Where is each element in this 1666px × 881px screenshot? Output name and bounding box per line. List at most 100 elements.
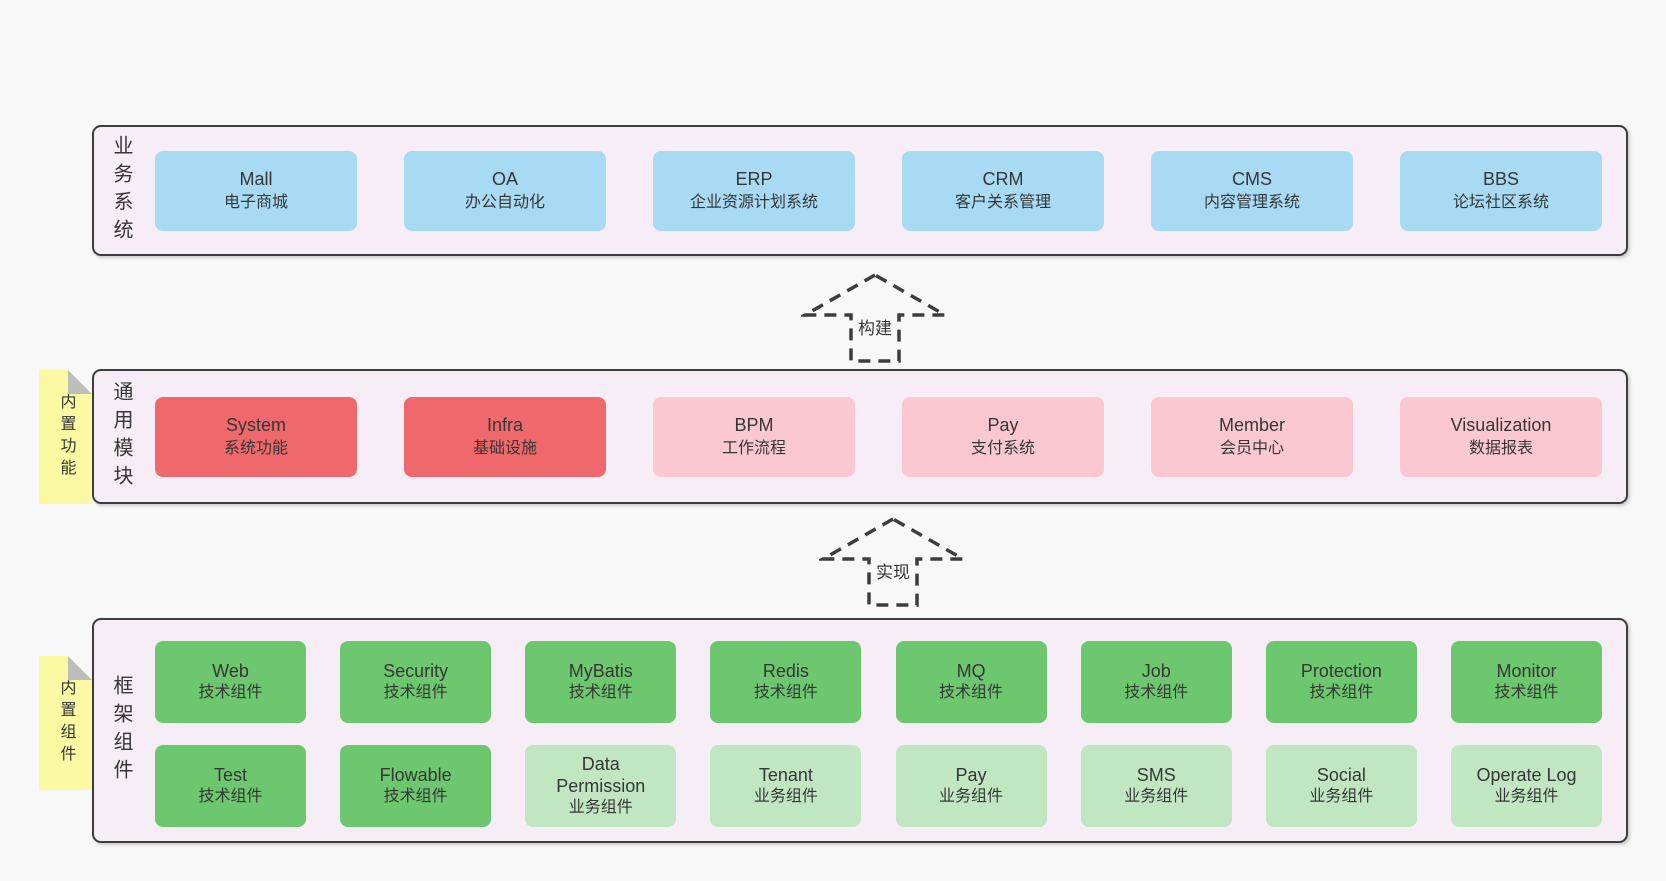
- box-subtitle: 业务组件: [939, 788, 1004, 805]
- common-modules-row: System 系统功能 Infra 基础设施 BPM 工作流程 Pay 支付系统…: [155, 396, 1602, 477]
- box-oa: OA 办公自动化: [404, 150, 606, 231]
- box-tenant: Tenant 业务组件: [710, 745, 862, 827]
- box-system: System 系统功能: [155, 396, 357, 477]
- box-data-permission: Data Permission 业务组件: [525, 745, 677, 827]
- box-member: Member 会员中心: [1151, 396, 1353, 477]
- arrow-up-icon: [819, 516, 967, 607]
- box-test: Test 技术组件: [155, 745, 306, 827]
- box-title: Tenant: [758, 765, 813, 785]
- box-subtitle: 技术组件: [198, 788, 263, 805]
- arrow-implement: 实现: [819, 516, 967, 608]
- box-title: BBS: [1482, 168, 1520, 189]
- box-flowable: Flowable 技术组件: [340, 745, 492, 827]
- box-job: Job 技术组件: [1080, 641, 1232, 723]
- box-subtitle: 业务组件: [753, 788, 818, 805]
- box-subtitle: 技术组件: [383, 788, 448, 805]
- box-mq: MQ 技术组件: [895, 641, 1047, 723]
- box-title: Member: [1218, 414, 1285, 435]
- box-title: Operate Log: [1476, 765, 1577, 785]
- box-title: Data Permission: [556, 754, 646, 796]
- box-redis: Redis 技术组件: [710, 641, 862, 723]
- box-title: Infra: [486, 414, 524, 435]
- box-subtitle: 数据报表: [1468, 439, 1533, 457]
- box-protection: Protection 技术组件: [1265, 641, 1417, 723]
- sticky-note-label: 内置组件: [57, 679, 75, 767]
- sticky-note-built-in-components: 内置组件: [39, 656, 92, 790]
- box-subtitle: 技术组件: [568, 684, 633, 701]
- box-subtitle: 技术组件: [383, 684, 448, 701]
- box-subtitle: 工作流程: [721, 439, 786, 457]
- box-subtitle: 业务组件: [568, 799, 633, 816]
- arrow-up-icon: [801, 272, 949, 363]
- box-crm: CRM 客户关系管理: [902, 150, 1104, 231]
- box-subtitle: 企业资源计划系统: [689, 193, 818, 211]
- arrow-build-label: 构建: [855, 314, 895, 339]
- band-label-framework-components: 框架组件: [110, 674, 132, 787]
- box-title: Job: [1141, 661, 1171, 681]
- framework-components-row-2: Test 技术组件 Flowable 技术组件 Data Permission …: [155, 745, 1602, 827]
- box-subtitle: 技术组件: [1494, 684, 1559, 701]
- box-title: SMS: [1136, 765, 1176, 785]
- box-title: Monitor: [1496, 661, 1557, 681]
- box-title: Protection: [1300, 661, 1382, 681]
- box-subtitle: 业务组件: [1309, 788, 1374, 805]
- box-subtitle: 技术组件: [1309, 684, 1374, 701]
- band-label-common-modules: 通用模块: [110, 380, 132, 493]
- box-title: MyBatis: [568, 661, 633, 681]
- box-subtitle: 业务组件: [1494, 788, 1559, 805]
- box-mybatis: MyBatis 技术组件: [525, 641, 677, 723]
- arrow-implement-label: 实现: [873, 558, 913, 583]
- box-subtitle: 业务组件: [1124, 788, 1189, 805]
- box-pay-biz: Pay 业务组件: [895, 745, 1047, 827]
- box-bpm: BPM 工作流程: [653, 396, 855, 477]
- box-security: Security 技术组件: [340, 641, 492, 723]
- box-title: CMS: [1232, 168, 1272, 189]
- box-title: Social: [1316, 765, 1366, 785]
- box-subtitle: 会员中心: [1219, 439, 1284, 457]
- box-subtitle: 技术组件: [753, 684, 818, 701]
- box-subtitle: 基础设施: [472, 439, 537, 457]
- sticky-note-label: 内置功能: [57, 393, 75, 481]
- box-subtitle: 内容管理系统: [1203, 193, 1300, 211]
- box-subtitle: 支付系统: [970, 439, 1035, 457]
- box-subtitle: 技术组件: [1124, 684, 1189, 701]
- box-title: OA: [491, 168, 518, 189]
- box-subtitle: 客户关系管理: [954, 193, 1051, 211]
- box-title: BPM: [734, 414, 774, 435]
- box-subtitle: 办公自动化: [464, 193, 545, 211]
- box-title: CRM: [982, 168, 1024, 189]
- box-subtitle: 论坛社区系统: [1452, 193, 1549, 211]
- sticky-note-built-in-features: 内置功能: [39, 370, 92, 504]
- box-title: Pay: [955, 765, 987, 785]
- note-fold-icon: [68, 656, 92, 680]
- box-sms: SMS 业务组件: [1080, 745, 1232, 827]
- box-infra: Infra 基础设施: [404, 396, 606, 477]
- box-title: Web: [212, 661, 249, 681]
- box-title: Test: [213, 765, 247, 785]
- band-business-systems: 业务系统 Mall 电子商城 OA 办公自动化 ERP 企业资源计划系统 CRM…: [92, 125, 1628, 256]
- box-title: Visualization: [1450, 414, 1552, 435]
- arrow-build: 构建: [801, 272, 949, 364]
- box-subtitle: 技术组件: [198, 684, 263, 701]
- band-label-business-systems: 业务系统: [110, 134, 132, 247]
- box-title: System: [225, 414, 286, 435]
- box-subtitle: 系统功能: [223, 439, 288, 457]
- box-subtitle: 电子商城: [223, 193, 288, 211]
- box-visualization: Visualization 数据报表: [1400, 396, 1602, 477]
- box-erp: ERP 企业资源计划系统: [653, 150, 855, 231]
- framework-components-row-1: Web 技术组件 Security 技术组件 MyBatis 技术组件 Redi…: [155, 641, 1602, 723]
- box-bbs: BBS 论坛社区系统: [1400, 150, 1602, 231]
- box-title: Security: [383, 661, 449, 681]
- box-monitor: Monitor 技术组件: [1450, 641, 1602, 723]
- box-title: ERP: [735, 168, 773, 189]
- box-title: Flowable: [379, 765, 452, 785]
- box-cms: CMS 内容管理系统: [1151, 150, 1353, 231]
- band-common-modules: 通用模块 System 系统功能 Infra 基础设施 BPM 工作流程 Pay…: [92, 369, 1628, 504]
- box-social: Social 业务组件: [1265, 745, 1417, 827]
- box-web: Web 技术组件: [155, 641, 306, 723]
- box-mall: Mall 电子商城: [155, 150, 357, 231]
- business-systems-row: Mall 电子商城 OA 办公自动化 ERP 企业资源计划系统 CRM 客户关系…: [155, 150, 1602, 231]
- box-pay: Pay 支付系统: [902, 396, 1104, 477]
- box-title: MQ: [956, 661, 986, 681]
